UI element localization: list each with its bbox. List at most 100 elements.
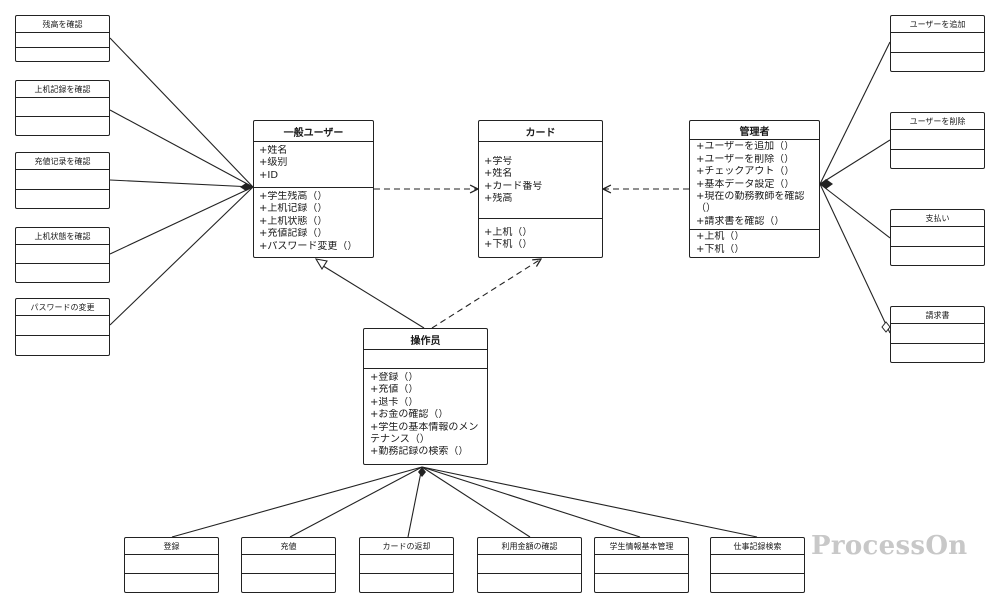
dependency-operator-card xyxy=(431,259,541,329)
edge-bottom-box-6 xyxy=(421,466,758,538)
operation: +ユーザーを追加（） xyxy=(696,141,795,153)
left-class-5-attrs xyxy=(16,316,109,336)
right-class-1-attrs xyxy=(891,33,984,53)
right-class-2[interactable]: ユーザーを削除 xyxy=(890,112,985,169)
operation: +充値（） xyxy=(370,384,419,396)
right-class-3-name: 支払い xyxy=(891,210,984,227)
edge-right-box-2 xyxy=(819,139,891,185)
left-class-1-attrs xyxy=(16,33,109,48)
edge-bottom-box-1 xyxy=(171,466,423,538)
class-card[interactable]: カード +学号 +姓名 +カード番号 +残高 +上机（） +下机（） xyxy=(478,120,603,258)
operation: +チェックアウト（） xyxy=(696,166,795,178)
left-class-2-name: 上机記録を確認 xyxy=(16,81,109,98)
composition-diamond-operator xyxy=(418,467,426,477)
edge-right-box-3 xyxy=(819,183,891,239)
operation: +学生残高（） xyxy=(259,191,328,202)
edge-bottom-box-4 xyxy=(421,466,531,538)
bottom-class-5-name: 学生情報基本管理 xyxy=(595,538,688,555)
inheritance-arrowhead xyxy=(314,258,328,271)
right-class-3-ops xyxy=(891,247,984,266)
attribute: +ID xyxy=(259,169,279,181)
bottom-class-4-attrs xyxy=(478,555,581,574)
right-class-2-ops xyxy=(891,150,984,169)
class-general-user-operations: +学生残高（） +上机记録（） +上机状態（） +充値記録（） +パスワード変更… xyxy=(254,188,373,257)
right-class-4-ops xyxy=(891,344,984,363)
edge-right-box-4 xyxy=(819,183,891,334)
operation: +充値記録（） xyxy=(259,228,328,240)
right-class-1-name: ユーザーを追加 xyxy=(891,16,984,33)
edge-left-box-5 xyxy=(109,186,254,326)
right-class-1-ops xyxy=(891,53,984,72)
left-class-3-name: 充値记录を確認 xyxy=(16,153,109,170)
left-class-4[interactable]: 上机状態を確認 xyxy=(15,227,110,283)
right-class-4-name: 請求書 xyxy=(891,307,984,324)
right-class-2-name: ユーザーを削除 xyxy=(891,113,984,130)
class-operator-attributes xyxy=(364,350,487,369)
operation: +上机（） xyxy=(696,231,745,243)
operation: +現在の勤務教師を確認（） xyxy=(696,190,805,215)
class-operator-operations: +登録（） +充値（） +退卡（） +お金の確認（） +学生の基本情報のメンテナ… xyxy=(364,369,487,464)
edge-bottom-box-3 xyxy=(407,466,423,538)
operation: +学生の基本情報のメンテナンス（） xyxy=(370,421,479,446)
left-class-2-attrs xyxy=(16,98,109,117)
left-class-4-attrs xyxy=(16,245,109,264)
right-class-3[interactable]: 支払い xyxy=(890,209,985,266)
class-card-name: カード xyxy=(479,121,602,142)
edge-left-box-2 xyxy=(109,109,254,188)
bottom-class-2[interactable]: 充値 xyxy=(241,537,336,593)
bottom-class-1-ops xyxy=(125,574,218,592)
class-admin-name: 管理者 xyxy=(690,121,819,141)
class-general-user[interactable]: 一般ユーザー +姓名 +级别 +ID +学生残高（） +上机记録（） +上机状態… xyxy=(253,120,374,258)
class-card-attributes: +学号 +姓名 +カード番号 +残高 xyxy=(479,142,602,219)
operation: +勤務記録の検索（） xyxy=(370,446,469,458)
left-class-5[interactable]: パスワードの変更 xyxy=(15,298,110,356)
left-class-5-name: パスワードの変更 xyxy=(16,299,109,316)
class-admin[interactable]: 管理者 +ユーザーを追加（） +ユーザーを削除（） +チェックアウト（） +基本… xyxy=(689,120,820,258)
left-class-3-ops xyxy=(16,190,109,209)
class-general-user-name: 一般ユーザー xyxy=(254,121,373,142)
attribute: +姓名 xyxy=(484,168,513,180)
bottom-class-2-name: 充値 xyxy=(242,538,335,555)
processon-watermark: ProcessOn xyxy=(811,531,968,561)
left-class-1[interactable]: 残高を確認 xyxy=(15,15,110,62)
attribute: +姓名 xyxy=(259,145,288,156)
operation: +上机（） xyxy=(484,227,533,238)
class-operator-name: 操作员 xyxy=(364,329,487,350)
bottom-class-5-attrs xyxy=(595,555,688,574)
class-operator[interactable]: 操作员 +登録（） +充値（） +退卡（） +お金の確認（） +学生の基本情報の… xyxy=(363,328,488,465)
left-class-5-ops xyxy=(16,336,109,355)
bottom-class-3[interactable]: カードの返却 xyxy=(359,537,454,593)
operation: +基本データ設定（） xyxy=(696,178,795,190)
bottom-class-5-ops xyxy=(595,574,688,592)
right-class-4-attrs xyxy=(891,324,984,344)
operation: +下机（） xyxy=(484,239,533,251)
attribute: +カード番号 xyxy=(484,180,543,192)
bottom-class-6-ops xyxy=(711,574,804,592)
left-class-3-attrs xyxy=(16,170,109,190)
edge-bottom-box-5 xyxy=(421,466,641,538)
composition-diamond-admin xyxy=(820,179,833,189)
bottom-class-5[interactable]: 学生情報基本管理 xyxy=(594,537,689,593)
left-class-2[interactable]: 上机記録を確認 xyxy=(15,80,110,136)
bottom-class-6[interactable]: 仕事記録検索 xyxy=(710,537,805,593)
right-class-1[interactable]: ユーザーを追加 xyxy=(890,15,985,72)
left-class-1-ops xyxy=(16,48,109,62)
bottom-class-3-name: カードの返却 xyxy=(360,538,453,555)
left-class-2-ops xyxy=(16,117,109,135)
bottom-class-2-attrs xyxy=(242,555,335,574)
inheritance-line xyxy=(319,263,425,329)
bottom-class-4-ops xyxy=(478,574,581,592)
class-card-operations: +上机（） +下机（） xyxy=(479,219,602,257)
operation: +上机记録（） xyxy=(259,203,328,215)
left-class-3[interactable]: 充値记录を確認 xyxy=(15,152,110,209)
edge-left-box-4 xyxy=(109,186,254,255)
edge-left-box-3 xyxy=(109,179,254,188)
right-class-4[interactable]: 請求書 xyxy=(890,306,985,363)
left-class-1-name: 残高を確認 xyxy=(16,16,109,33)
bottom-class-6-attrs xyxy=(711,555,804,574)
class-admin-operations-2: +上机（） +下机（） xyxy=(690,230,819,257)
operation: +登録（） xyxy=(370,372,419,383)
operation: +ユーザーを削除（） xyxy=(696,153,795,165)
bottom-class-4[interactable]: 利用金額の確認 xyxy=(477,537,582,593)
bottom-class-1[interactable]: 登録 xyxy=(124,537,219,593)
